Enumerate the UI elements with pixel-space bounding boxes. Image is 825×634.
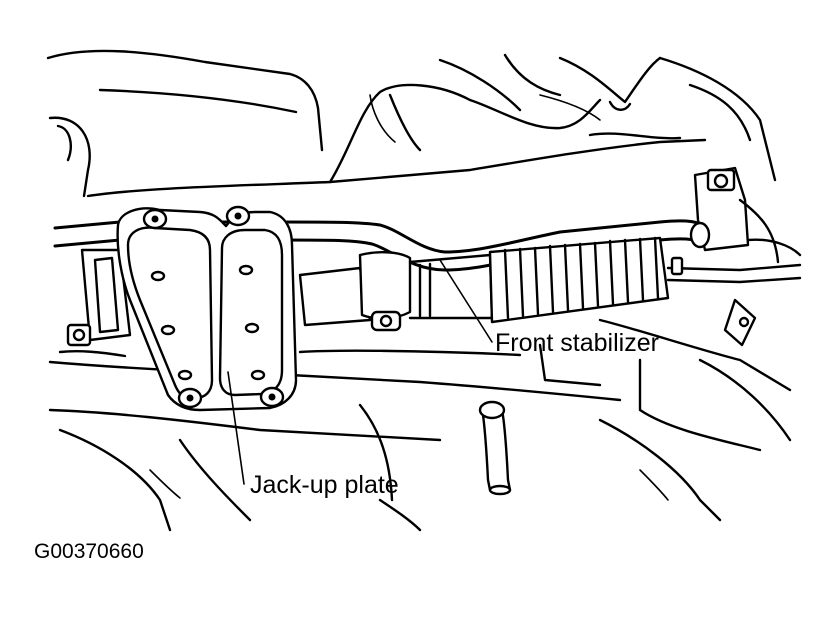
lower-pipe [478,400,512,496]
crossmember [48,318,792,532]
jack-up-plate [116,205,298,412]
plate-bolt [177,387,203,409]
plate-bolt [225,205,251,227]
leader-line-jack-up-plate [227,371,245,485]
plate-bolt [142,208,168,230]
stabilizer-bracket [693,166,802,264]
figure-code: G00370660 [34,540,144,563]
plate-bolt [259,386,285,408]
jack-up-plate-label: Jack-up plate [250,471,399,499]
front-stabilizer-label: Front stabilizer [495,329,659,357]
left-mount [58,248,132,358]
vehicle-body-outline [46,49,777,198]
front-stabilizer-bar [53,219,711,272]
leader-line-front-stabilizer [439,259,493,343]
steering-rack [298,236,802,347]
